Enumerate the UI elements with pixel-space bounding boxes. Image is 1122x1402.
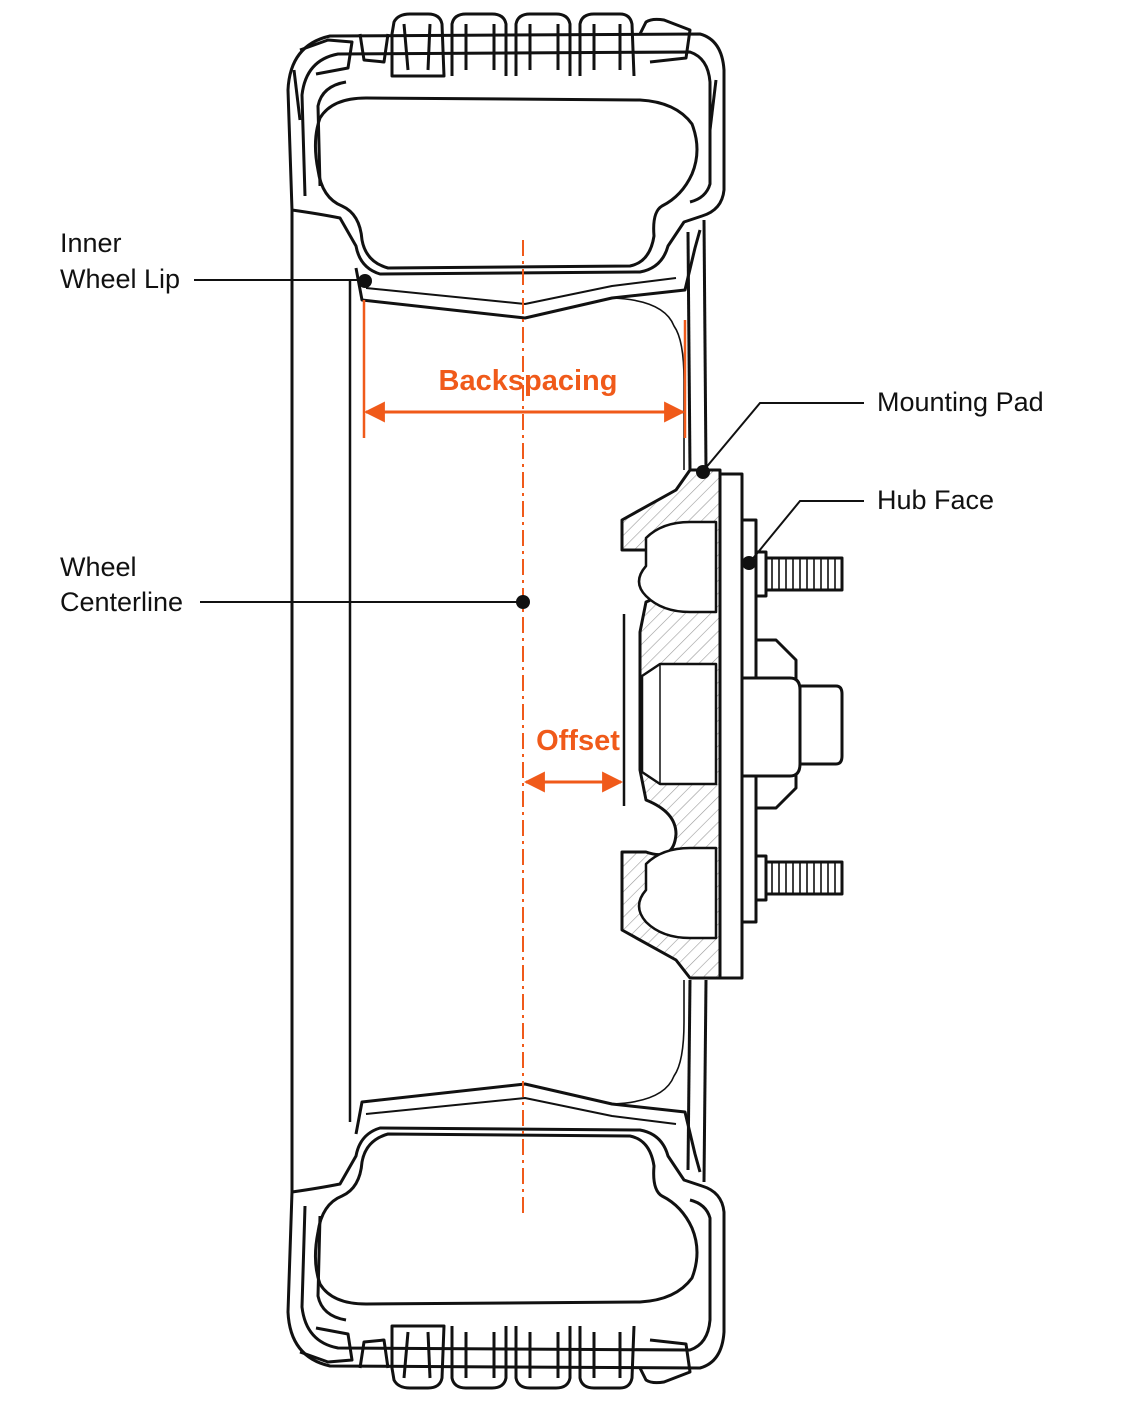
wheel-center-disc bbox=[620, 468, 722, 980]
hub-assembly bbox=[718, 472, 844, 980]
inner-wheel-lip-label-line1: Inner bbox=[60, 228, 122, 258]
wheel-stud-lower bbox=[754, 854, 844, 902]
inner-wheel-lip-label-line2: Wheel Lip bbox=[60, 264, 180, 294]
tread-blocks-lower bbox=[299, 1324, 692, 1390]
callout-mounting-pad: Mounting Pad bbox=[696, 387, 1044, 479]
tread-blocks-upper bbox=[292, 12, 718, 131]
wheel-rim bbox=[290, 210, 708, 1192]
hub-face-label: Hub Face bbox=[877, 485, 994, 515]
callout-wheel-centerline: Wheel Centerline bbox=[60, 552, 530, 617]
callout-hub-face: Hub Face bbox=[742, 485, 994, 570]
tire-upper bbox=[286, 12, 726, 276]
backspacing-dimension: Backspacing bbox=[362, 300, 687, 438]
hub-spindle-nut bbox=[798, 684, 844, 766]
mounting-pad-label: Mounting Pad bbox=[877, 387, 1044, 417]
hub-plate bbox=[718, 472, 744, 980]
offset-label: Offset bbox=[536, 725, 620, 757]
wheel-centerline-label-line2: Centerline bbox=[60, 587, 183, 617]
wheel-centerline-label-line1: Wheel bbox=[60, 552, 137, 582]
backspacing-label: Backspacing bbox=[439, 365, 618, 397]
wheel-stud-upper bbox=[754, 550, 844, 598]
callout-inner-wheel-lip: Inner Wheel Lip bbox=[60, 228, 372, 294]
hub-bearing bbox=[740, 676, 802, 778]
offset-dimension: Offset bbox=[523, 614, 626, 806]
tire-lower bbox=[286, 1126, 726, 1390]
